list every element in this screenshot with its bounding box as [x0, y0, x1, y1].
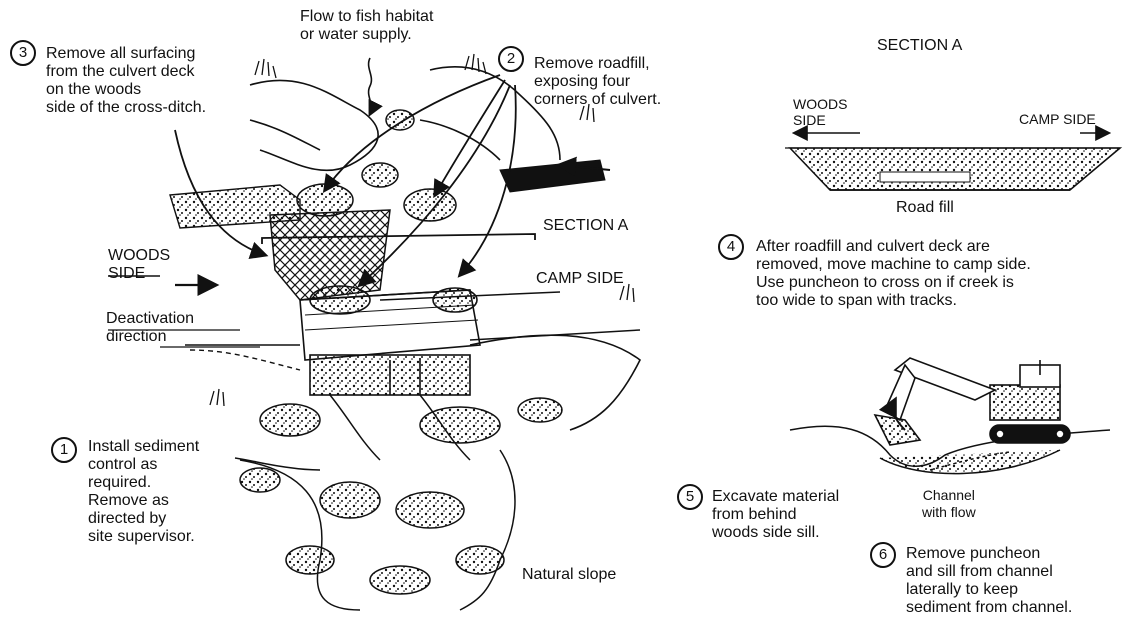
woods-side-label-main: WOODS SIDE [108, 247, 170, 283]
step2-number: 2 [498, 46, 524, 72]
flow-label: Flow to fish habitat or water supply. [300, 8, 433, 44]
section-a-profile [785, 148, 1120, 190]
section-a-label-inset: SECTION A [877, 37, 962, 55]
woods-side-label-inset: WOODS SIDE [793, 96, 847, 128]
flow-squiggle [369, 58, 372, 114]
step4-text: After roadfill and culvert deck are remo… [756, 238, 1031, 310]
section-a-label-main: SECTION A [543, 217, 628, 235]
excavator [875, 358, 1070, 445]
step1-text: Install sediment control as required. Re… [88, 438, 199, 546]
camp-side-label-inset: CAMP SIDE [1019, 110, 1096, 128]
road-fill-label: Road fill [896, 199, 954, 217]
natural-slope-label: Natural slope [522, 566, 616, 584]
step4-number: 4 [718, 234, 744, 260]
step6-number: 6 [870, 542, 896, 568]
step1-number: 1 [51, 437, 77, 463]
culvert [300, 286, 480, 395]
step3-number: 3 [10, 40, 36, 66]
channel-label: Channel with flow [922, 487, 976, 521]
step1-arrow [235, 458, 320, 470]
slope-woods-side [190, 350, 300, 370]
step5-text: Excavate material from behind woods side… [712, 488, 839, 542]
deactivation-label: Deactivation direction [106, 310, 194, 346]
step2-text: Remove roadfill, exposing four corners o… [534, 55, 661, 109]
step3-text: Remove all surfacing from the culvert de… [46, 45, 206, 117]
stream-channel [240, 395, 562, 610]
camp-side-label-main: CAMP SIDE [536, 270, 624, 288]
step6-text: Remove puncheon and sill from channel la… [906, 545, 1072, 617]
step5-number: 5 [677, 484, 703, 510]
